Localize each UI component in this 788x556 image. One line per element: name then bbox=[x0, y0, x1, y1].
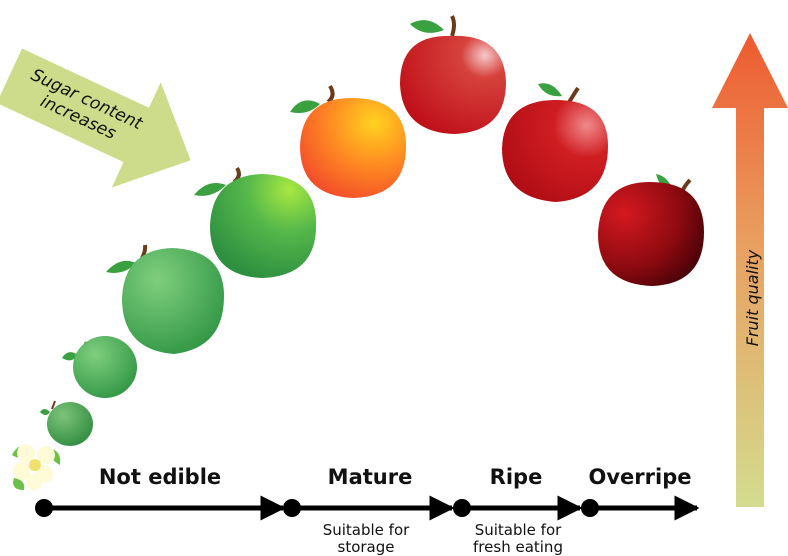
stage-label-overripe: Overripe bbox=[589, 465, 692, 489]
timeline-dot bbox=[581, 499, 599, 517]
apple-icon bbox=[194, 166, 317, 278]
apple-icon bbox=[106, 244, 224, 354]
timeline-dot bbox=[35, 499, 53, 517]
stage-label-ripe: Ripe bbox=[490, 465, 543, 489]
fruit-quality-label: Fruit quality bbox=[743, 249, 762, 346]
stage-label-not-edible: Not edible bbox=[99, 465, 221, 489]
timeline-dot bbox=[283, 499, 301, 517]
apple-icon bbox=[62, 336, 137, 398]
apple-icon bbox=[400, 15, 506, 134]
mature-note-line1: Suitable for bbox=[323, 521, 410, 539]
timeline bbox=[35, 495, 700, 521]
quality-arrow-shape bbox=[712, 33, 788, 507]
sugar-content-arrow: Sugar content increases bbox=[0, 48, 191, 188]
apple-icon bbox=[598, 174, 704, 286]
timeline-dot bbox=[453, 499, 471, 517]
apple-icon bbox=[502, 83, 608, 202]
apple-icon bbox=[290, 84, 406, 198]
sugar-arrow-shape bbox=[0, 48, 191, 188]
fruit-quality-arrow: Fruit quality bbox=[712, 33, 788, 507]
stage-label-mature: Mature bbox=[328, 465, 413, 489]
mature-note-line2: storage bbox=[338, 538, 395, 556]
apple-icon bbox=[40, 400, 93, 446]
ripe-note-line2: fresh eating bbox=[473, 538, 563, 556]
ripe-note-line1: Suitable for bbox=[475, 521, 562, 539]
blossom-icon bbox=[12, 444, 61, 490]
